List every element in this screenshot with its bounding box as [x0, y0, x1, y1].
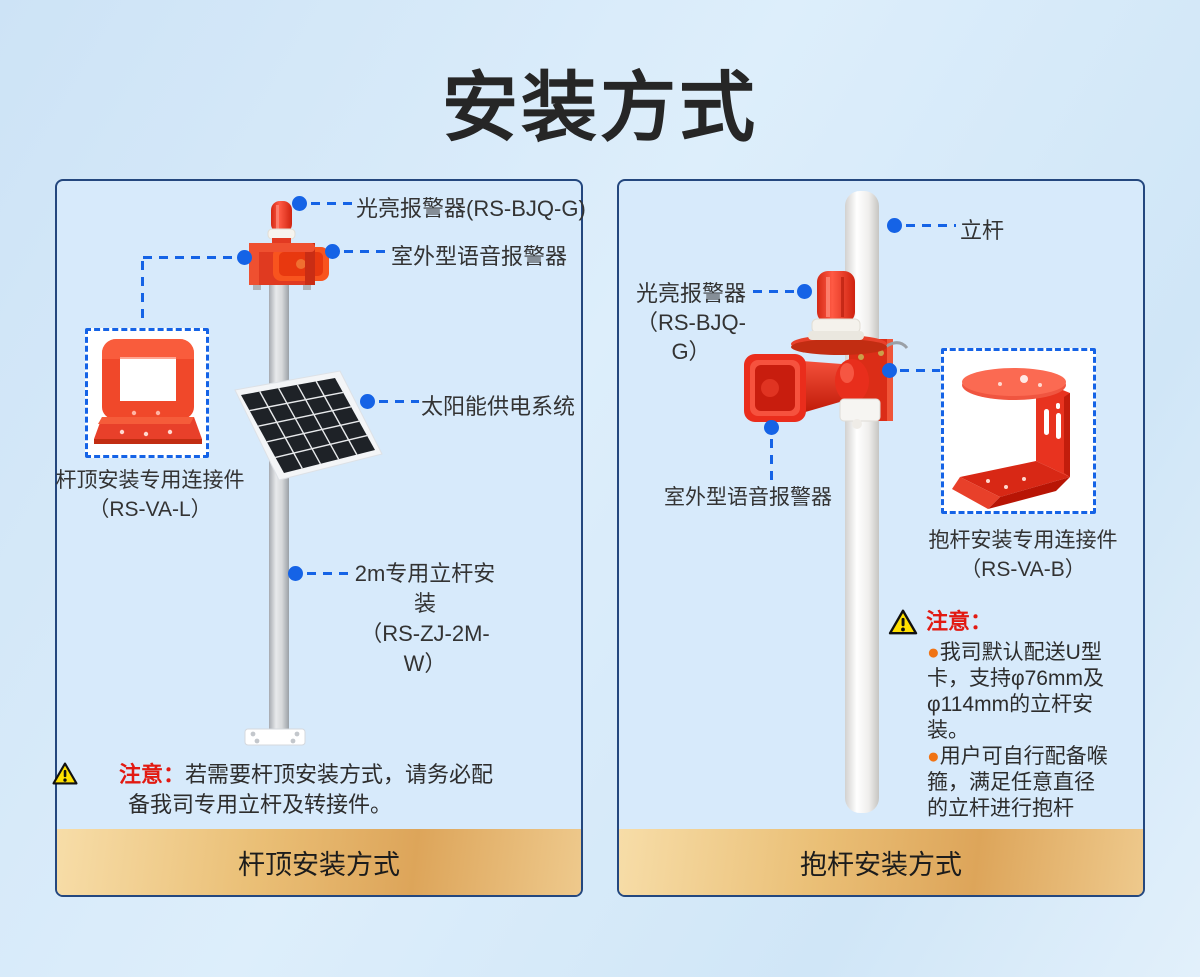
label-speaker-right: 室外型语音报警器: [664, 486, 832, 509]
callout-dot: [797, 284, 812, 299]
notice-body: 若需要杆顶安装方式，请务必配备我司专用立杆及转接件。: [128, 762, 494, 817]
callout-dot: [292, 196, 307, 211]
callout-line: [344, 250, 388, 253]
horn-speaker: [249, 243, 329, 290]
pole-top-install-panel: 杆顶安装方式: [55, 179, 583, 897]
callout-dot: [288, 566, 303, 581]
pole-clamp-install-panel: 抱杆安装方式: [617, 179, 1145, 897]
label-connector-left: 杆顶安装专用连接件 （RS-VA-L）: [55, 469, 245, 521]
horn-speaker: [744, 354, 881, 429]
callout-line: [770, 439, 773, 481]
beacon-light: [267, 201, 296, 244]
label-solar: 太阳能供电系统: [421, 394, 576, 419]
bullet-icon: ●: [927, 745, 940, 768]
callout-line: [906, 224, 956, 227]
pole-clamp-connector-image: [952, 368, 1070, 509]
callout-dot: [360, 394, 375, 409]
pole-clamp-illustration: [744, 191, 909, 813]
notice-item: ●我司默认配送U型卡，支持φ76mm及φ114mm的立杆安装。: [927, 641, 1104, 742]
label-connector-right: 抱杆安装专用连接件 （RS-VA-B）: [928, 529, 1118, 581]
notice-title: 注意：: [926, 609, 993, 634]
callout-line: [141, 261, 144, 325]
notice-item: ●用户可自行配备喉箍，满足任意直径的立杆进行抱杆: [927, 745, 1108, 820]
notice-title: 注意：: [119, 762, 186, 787]
pole-top-illustration: [234, 201, 383, 746]
label-pole-right: 立杆: [960, 218, 1005, 243]
callout-line: [900, 369, 940, 372]
warning-icon: [52, 762, 116, 785]
callout-line: [311, 202, 353, 205]
beacon-light: [791, 271, 887, 355]
page-title: 安装方式: [442, 66, 758, 151]
callout-dot: [887, 218, 902, 233]
pole-base-plate: [244, 728, 306, 746]
label-pole-left: 2m专用立杆安装 （RS-ZJ-2M-W）: [354, 561, 496, 676]
connector-detail-box-left: [85, 328, 209, 458]
left-pole: [269, 279, 289, 735]
label-beacon-right: 光亮报警器 （RS-BJQ-G）: [635, 281, 746, 364]
label-speaker-left: 室外型语音报警器: [391, 244, 568, 269]
left-caption-bar: 杆顶安装方式: [57, 829, 581, 895]
warning-icon: [888, 609, 918, 635]
solar-panel: [234, 370, 383, 481]
callout-dot: [325, 244, 340, 259]
bullet-icon: ●: [927, 641, 940, 664]
connector-detail-box-right: [941, 348, 1096, 514]
pole-top-connector-image: [94, 339, 202, 444]
callout-dot: [237, 250, 252, 265]
callout-line: [379, 400, 419, 403]
label-beacon-left: 光亮报警器(RS-BJQ-G): [356, 196, 586, 221]
left-notice: 注意：若需要杆顶安装方式，请务必配备我司专用立杆及转接件。: [52, 760, 510, 820]
right-caption-bar: 抱杆安装方式: [619, 829, 1143, 895]
callout-dot: [882, 363, 897, 378]
right-notice: 注意： ●我司默认配送U型卡，支持φ76mm及φ114mm的立杆安装。 ●用户可…: [888, 608, 1133, 822]
callout-line: [307, 572, 351, 575]
callout-line: [753, 290, 797, 293]
callout-dot: [764, 420, 779, 435]
callout-line: [143, 256, 235, 259]
